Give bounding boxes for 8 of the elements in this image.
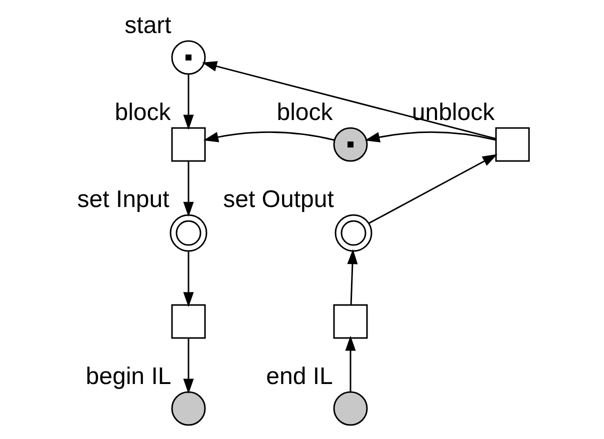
node-label: block: [114, 99, 170, 126]
node-label: start: [124, 12, 171, 40]
node-label: set Input: [76, 186, 169, 214]
node-label: begin IL: [85, 363, 171, 390]
node-label: unblock: [411, 99, 494, 126]
node-label: set Output: [222, 186, 334, 214]
node-label: end IL: [266, 363, 332, 390]
node-label: block: [276, 99, 332, 126]
